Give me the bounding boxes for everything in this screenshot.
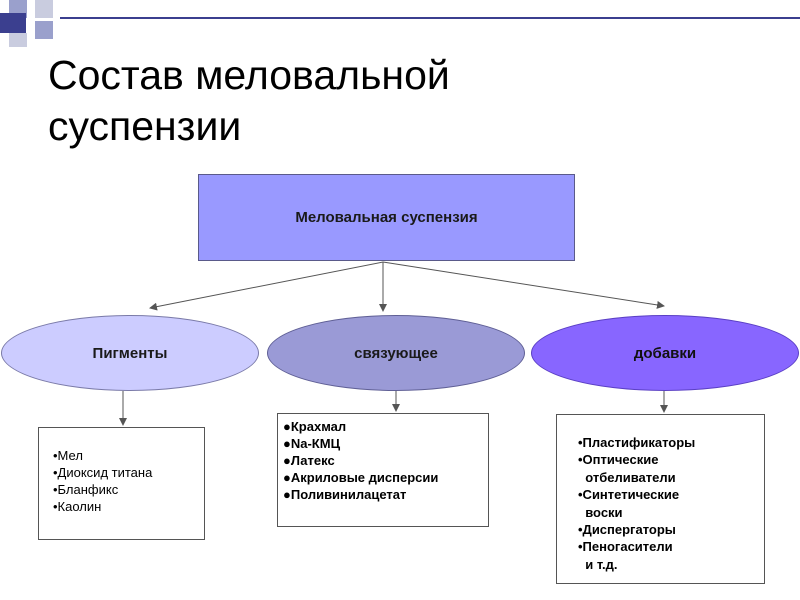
root-node-label: Меловальная суспензия	[295, 209, 478, 226]
list-item: •Синтетические	[578, 487, 680, 503]
slide-title: Состав меловальной суспензии	[48, 52, 450, 149]
header-rule	[60, 17, 800, 19]
arrow-root-to-additives	[382, 261, 665, 309]
decorative-squares	[0, 0, 60, 50]
list-item: ●Латекс	[283, 453, 335, 468]
decor-square	[35, 0, 53, 18]
list-item: и т.д.	[578, 556, 618, 572]
decor-square	[0, 13, 26, 33]
list-item: •Диспергаторы	[578, 522, 676, 538]
list-item: •Диоксид титана	[53, 465, 153, 480]
decor-square	[9, 33, 27, 47]
list-item: воски	[578, 504, 623, 520]
category-pigments: Пигменты	[1, 315, 259, 391]
binder-list-box: ●Крахмал ●Na-КМЦ ●Латекс ●Акриловые дисп…	[277, 413, 489, 527]
list-item: •Бланфикс	[53, 482, 119, 497]
category-binder: связующее	[267, 315, 525, 391]
list-item: •Пластификаторы	[578, 435, 696, 450]
pigments-list-box: •Мел •Диоксид титана •Бланфикс •Каолин	[38, 427, 205, 540]
list-item: ●Крахмал	[283, 419, 347, 434]
category-additives: добавки	[531, 315, 799, 391]
list-item: отбеливатели	[578, 469, 676, 485]
list-item: ●Na-КМЦ	[283, 436, 341, 451]
root-node: Меловальная суспензия	[198, 174, 575, 261]
list-item: ●Акриловые дисперсии	[283, 470, 439, 485]
additives-list-box: •Пластификаторы •Оптические отбеливатели…	[556, 414, 765, 584]
category-additives-label: добавки	[633, 344, 697, 362]
arrow-root-to-pigments	[149, 261, 384, 311]
category-pigments-label: Пигменты	[92, 344, 168, 362]
list-item: ●Поливинилацетат	[283, 487, 407, 502]
list-item: •Мел	[53, 448, 83, 463]
decor-square	[35, 21, 53, 39]
list-item: •Пеногасители	[578, 539, 673, 555]
category-binder-label: связующее	[354, 344, 438, 362]
list-item: •Оптические	[578, 452, 659, 468]
list-item: •Каолин	[53, 499, 102, 514]
